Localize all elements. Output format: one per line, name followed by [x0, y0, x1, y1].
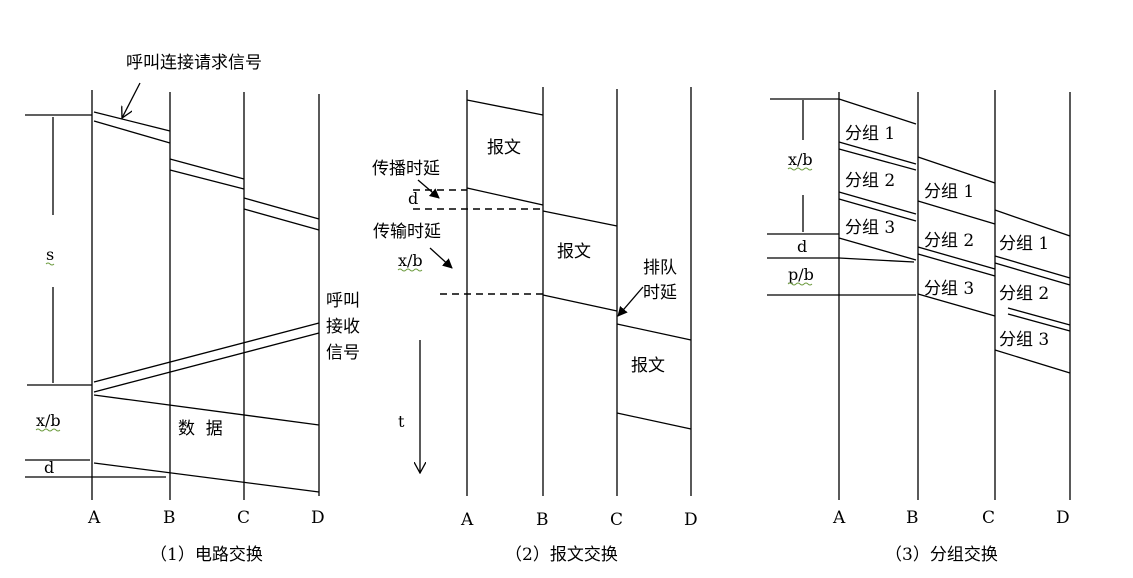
call-accept-label: 呼叫 接收 信号 [326, 291, 360, 363]
svg-text:呼叫: 呼叫 [326, 291, 360, 311]
node-label-c: C [237, 508, 250, 528]
data-transmission [93, 394, 320, 493]
node-label-d: D [311, 508, 325, 528]
var-xb-label: x/b [36, 411, 61, 430]
packet-label-2-cd: 分组 2 [999, 284, 1049, 304]
propagation-delay-label: 传播时延 [372, 159, 440, 179]
message-hop-lines [466, 99, 692, 430]
panel-message-switching: 报文 报文 报文 传播时延 传输时延 排队 时延 d x/b t A B C D… [372, 87, 698, 565]
var-s-label: s [46, 245, 54, 264]
packets-c-to-d [994, 209, 1071, 374]
caption-packet-switching: （3）分组交换 [885, 545, 998, 565]
node-label-a: A [87, 508, 101, 528]
node-label-b: B [906, 508, 919, 528]
transmission-delay-label: 传输时延 [373, 222, 441, 242]
svg-text:排队: 排队 [643, 258, 677, 278]
message-label-1: 报文 [487, 138, 521, 158]
node-label-b: B [536, 510, 549, 530]
var-pb-label: p/b [788, 265, 814, 284]
timing-brackets [25, 114, 166, 478]
packet-label-1-bc: 分组 1 [924, 182, 974, 202]
transmission-delay-arrow [429, 247, 453, 269]
svg-text:信号: 信号 [326, 343, 360, 363]
node-label-d: D [684, 510, 698, 530]
delay-dashed-lines [413, 189, 543, 295]
node-label-a: A [460, 510, 474, 530]
node-label-a: A [832, 508, 846, 528]
call-request-signal [93, 111, 320, 231]
var-d-label: d [797, 237, 807, 256]
caption-circuit-switching: （1）电路交换 [150, 545, 263, 565]
message-label-2: 报文 [557, 242, 591, 262]
node-label-b: B [163, 508, 176, 528]
panel-circuit-switching: 呼叫连接请求信号 呼叫 接收 信号 数 据 s x/b d A B C D （1… [25, 53, 360, 565]
panel-packet-switching: 分组 1 分组 2 分组 3 分组 1 分组 2 分组 3 分组 1 分组 2 … [767, 90, 1071, 565]
call-accept-signal [93, 322, 320, 393]
var-xb-label: x/b [398, 251, 423, 270]
node-label-d: D [1056, 508, 1070, 528]
var-t-label: t [398, 412, 405, 431]
propagation-delay-arrow [417, 179, 440, 199]
timing-brackets [767, 98, 916, 296]
call-request-arrow [122, 82, 141, 118]
packet-label-2-ab: 分组 2 [845, 171, 895, 191]
node-label-c: C [610, 510, 623, 530]
packets-a-to-b [838, 98, 917, 261]
packet-label-1-cd: 分组 1 [999, 234, 1049, 254]
packets-b-to-c [917, 156, 996, 317]
data-label: 数 据 [178, 419, 223, 439]
caption-message-switching: （2）报文交换 [505, 545, 618, 565]
queue-delay-arrow [617, 286, 644, 317]
svg-text:时延: 时延 [643, 283, 677, 303]
packet-label-3-bc: 分组 3 [924, 279, 974, 299]
svg-text:接收: 接收 [326, 317, 360, 337]
packet-label-3-cd: 分组 3 [999, 330, 1049, 350]
var-xb-label: x/b [788, 150, 813, 169]
var-d-label: d [408, 189, 418, 208]
node-label-c: C [982, 508, 995, 528]
call-request-label: 呼叫连接请求信号 [126, 53, 262, 73]
queue-delay-label: 排队 时延 [643, 258, 677, 303]
packet-label-3-ab: 分组 3 [845, 218, 895, 238]
message-label-3: 报文 [631, 356, 665, 376]
packet-label-1-ab: 分组 1 [845, 124, 895, 144]
var-d-label: d [44, 458, 54, 477]
packet-label-2-bc: 分组 2 [924, 231, 974, 251]
